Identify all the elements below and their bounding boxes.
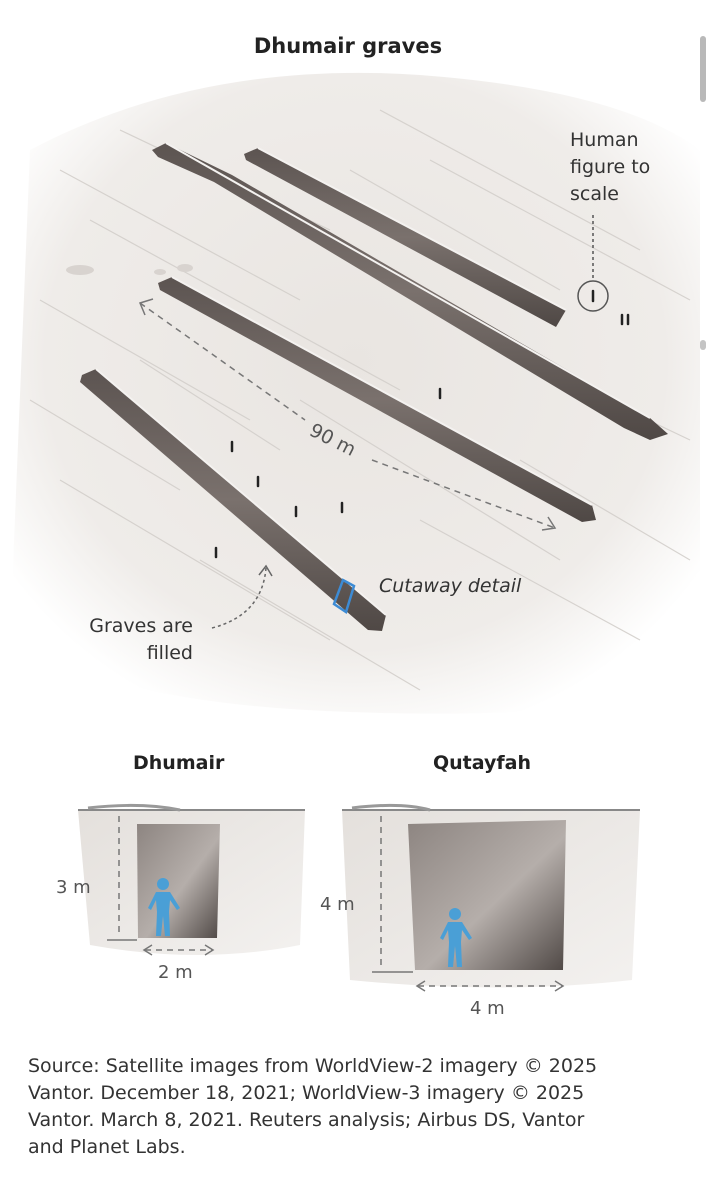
cutaway-label: Cutaway detail: [379, 575, 522, 597]
trench-3: [158, 277, 596, 522]
dhumair-cross-section: [78, 803, 305, 956]
page-title: Dhumair graves: [253, 34, 443, 58]
dhumair-human-figure: [148, 878, 180, 936]
human-figures: [214, 313, 630, 559]
source-note: Source: Satellite images from WorldView-…: [28, 1055, 598, 1158]
qutayfah-pit: [408, 820, 566, 970]
dhumair-section-title: Dhumair: [133, 752, 225, 774]
qutayfah-cross-section: [342, 803, 640, 992]
qutayfah-width-label: 4 m: [470, 998, 505, 1019]
cross-sections: [78, 803, 640, 992]
graves-filled-arrow: [211, 567, 267, 629]
qutayfah-section-title: Qutayfah: [433, 752, 531, 774]
graves-filled-label: Graves are filled: [89, 615, 193, 664]
scale-figure-circle: [577, 280, 609, 312]
qutayfah-human-figure: [440, 908, 472, 967]
scrollbar-thumb[interactable]: [700, 36, 706, 102]
qutayfah-depth-label: 4 m: [320, 894, 355, 915]
trench-1: [152, 143, 668, 440]
trench-2: [244, 148, 566, 327]
distance-measure: [138, 298, 557, 531]
dhumair-pit: [137, 824, 220, 938]
aerial-illustration: [10, 72, 700, 714]
human-scale-label: Human figure to scale: [570, 129, 651, 205]
dhumair-width-label: 2 m: [158, 962, 193, 983]
trench-4: [80, 369, 386, 631]
dhumair-depth-label: 3 m: [56, 877, 91, 898]
cutaway-highlight: [332, 578, 356, 614]
scrollbar-end[interactable]: [700, 340, 706, 350]
grave-trenches: [80, 142, 668, 631]
